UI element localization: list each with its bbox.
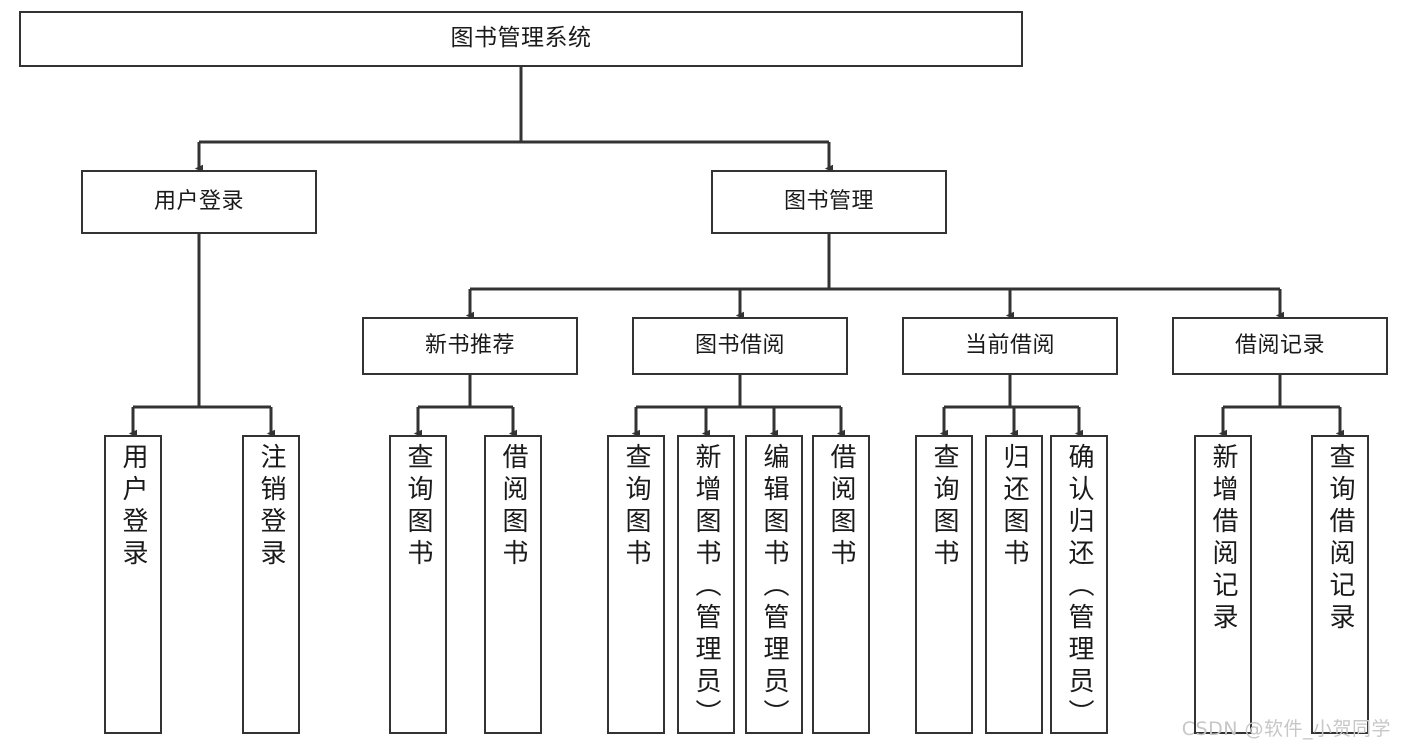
node-label: 用户登录 [153, 189, 244, 215]
node-label: 归还图书 [999, 443, 1029, 571]
node-label: 借阅图书 [498, 443, 528, 571]
connector-bus [131, 234, 273, 426]
node-label: 图书管理系统 [450, 25, 592, 52]
node-leaf-logout[interactable]: 注销登录 [242, 435, 300, 734]
node-borrowing-records[interactable]: 借阅记录 [1172, 317, 1388, 375]
node-label: 图书借阅 [694, 333, 785, 359]
node-leaf-query-book-borrowing[interactable]: 查询图书 [607, 435, 665, 734]
node-label: 确认归还（管理员） [1064, 443, 1094, 731]
node-user-login[interactable]: 用户登录 [81, 170, 317, 234]
node-label: 查询图书 [403, 443, 433, 571]
node-leaf-add-book-admin[interactable]: 新增图书（管理员） [677, 435, 735, 734]
node-leaf-user-login[interactable]: 用户登录 [104, 435, 162, 734]
node-label: 当前借阅 [964, 333, 1055, 359]
node-leaf-borrow-book[interactable]: 借阅图书 [812, 435, 870, 734]
node-leaf-add-borrow-record[interactable]: 新增借阅记录 [1194, 435, 1252, 734]
node-label: 新增图书（管理员） [691, 443, 721, 731]
node-new-book-recommendation[interactable]: 新书推荐 [362, 317, 578, 375]
node-leaf-confirm-return-admin[interactable]: 确认归还（管理员） [1050, 435, 1108, 734]
node-leaf-query-book-recommend[interactable]: 查询图书 [389, 435, 447, 734]
node-leaf-query-borrow-record[interactable]: 查询借阅记录 [1311, 435, 1369, 734]
node-root-book-management-system[interactable]: 图书管理系统 [19, 11, 1023, 67]
node-label: 新增借阅记录 [1208, 443, 1238, 635]
node-leaf-edit-book-admin[interactable]: 编辑图书（管理员） [745, 435, 803, 734]
connector-bus [468, 234, 1282, 308]
watermark: CSDN @软件_小贺同学 [1181, 718, 1391, 740]
node-label: 注销登录 [256, 443, 286, 571]
node-label: 查询图书 [621, 443, 651, 571]
node-leaf-query-book-current[interactable]: 查询图书 [915, 435, 973, 734]
node-leaf-return-book[interactable]: 归还图书 [985, 435, 1043, 734]
node-book-management[interactable]: 图书管理 [711, 170, 947, 234]
node-label: 新书推荐 [424, 333, 515, 359]
node-label: 借阅记录 [1234, 333, 1325, 359]
node-label: 编辑图书（管理员） [759, 443, 789, 731]
node-leaf-borrow-book-recommend[interactable]: 借阅图书 [484, 435, 542, 734]
connector-bus [942, 375, 1081, 426]
node-label: 用户登录 [118, 443, 148, 571]
node-label: 图书管理 [783, 189, 874, 215]
node-label: 查询图书 [929, 443, 959, 571]
connector-bus [416, 375, 515, 426]
connector-bus [1221, 375, 1342, 426]
node-label: 查询借阅记录 [1325, 443, 1355, 635]
node-current-borrowing[interactable]: 当前借阅 [902, 317, 1118, 375]
connector-bus [197, 67, 831, 161]
node-book-borrowing[interactable]: 图书借阅 [632, 317, 848, 375]
connector-bus [634, 375, 843, 426]
node-label: 借阅图书 [826, 443, 856, 571]
